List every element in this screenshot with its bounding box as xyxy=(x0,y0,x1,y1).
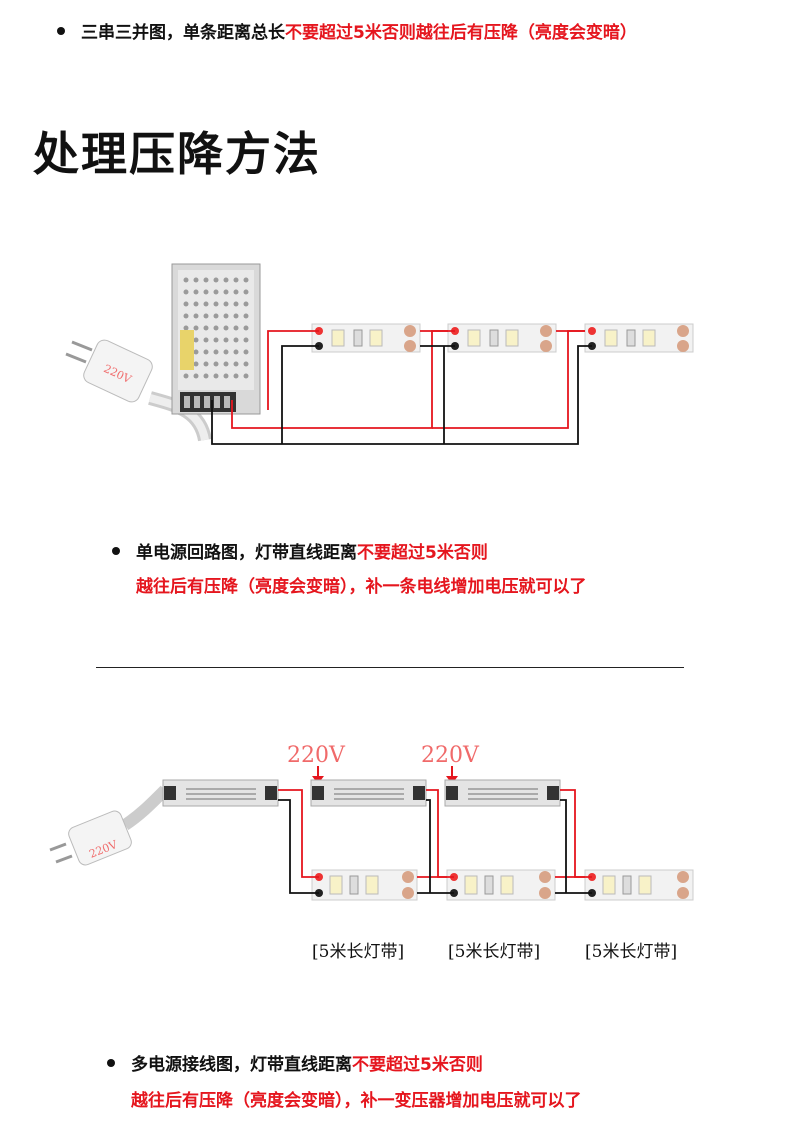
single-power-diagram: 220V xyxy=(65,263,694,445)
power-supply-unit xyxy=(162,779,279,807)
note2-prefix: 多电源接线图，灯带直线距离 xyxy=(131,1055,352,1075)
strip-length-label: [5米长灯带] xyxy=(312,942,404,962)
led-strip xyxy=(311,323,421,353)
power-supply-unit xyxy=(310,779,427,807)
led-strip xyxy=(584,323,694,353)
input-voltage-label: 220V xyxy=(421,743,480,768)
red-wires xyxy=(231,330,585,429)
led-strip xyxy=(446,869,556,901)
red-wires xyxy=(278,789,592,878)
note1-prefix: 单电源回路图，灯带直线距离 xyxy=(136,543,357,563)
note1-highlight-line2: 越往后有压降（亮度会变暗），补一条电线增加电压就可以了 xyxy=(136,577,587,597)
multi-power-diagram: 220V 220V 220V xyxy=(49,743,694,962)
led-strip xyxy=(311,869,418,901)
bullet-icon xyxy=(112,546,120,555)
divider xyxy=(96,667,684,668)
note-multi-power: 多电源接线图，灯带直线距离不要超过5米否则 xyxy=(107,1050,483,1075)
led-strip xyxy=(447,323,557,353)
strip-length-label: [5米长灯带] xyxy=(585,942,677,962)
top-note: 三串三并图，单条距离总长不要超过5米否则越往后有压降（亮度会变暗） xyxy=(57,18,637,43)
power-supply-unit xyxy=(171,263,261,415)
input-voltage-label: 220V xyxy=(287,743,346,768)
top-note-highlight: 不要超过5米否则越往后有压降（亮度会变暗） xyxy=(285,23,637,43)
note1-highlight-line1: 不要超过5米否则 xyxy=(357,543,488,563)
power-plug-icon: 220V xyxy=(49,785,170,866)
note-single-power: 单电源回路图，灯带直线距离不要超过5米否则 xyxy=(112,538,488,563)
led-strip xyxy=(584,869,694,901)
top-note-prefix: 三串三并图，单条距离总长 xyxy=(81,23,285,43)
section-title: 处理压降方法 xyxy=(33,127,321,181)
bullet-icon xyxy=(107,1058,115,1067)
black-wires xyxy=(278,799,592,894)
note2-highlight-line1: 不要超过5米否则 xyxy=(352,1055,483,1075)
bullet-icon xyxy=(57,26,65,35)
black-wires xyxy=(211,345,592,445)
power-supply-unit xyxy=(444,779,561,807)
note2-highlight-line2: 越往后有压降（亮度会变暗），补一变压器增加电压就可以了 xyxy=(131,1091,582,1111)
strip-length-label: [5米长灯带] xyxy=(448,942,540,962)
